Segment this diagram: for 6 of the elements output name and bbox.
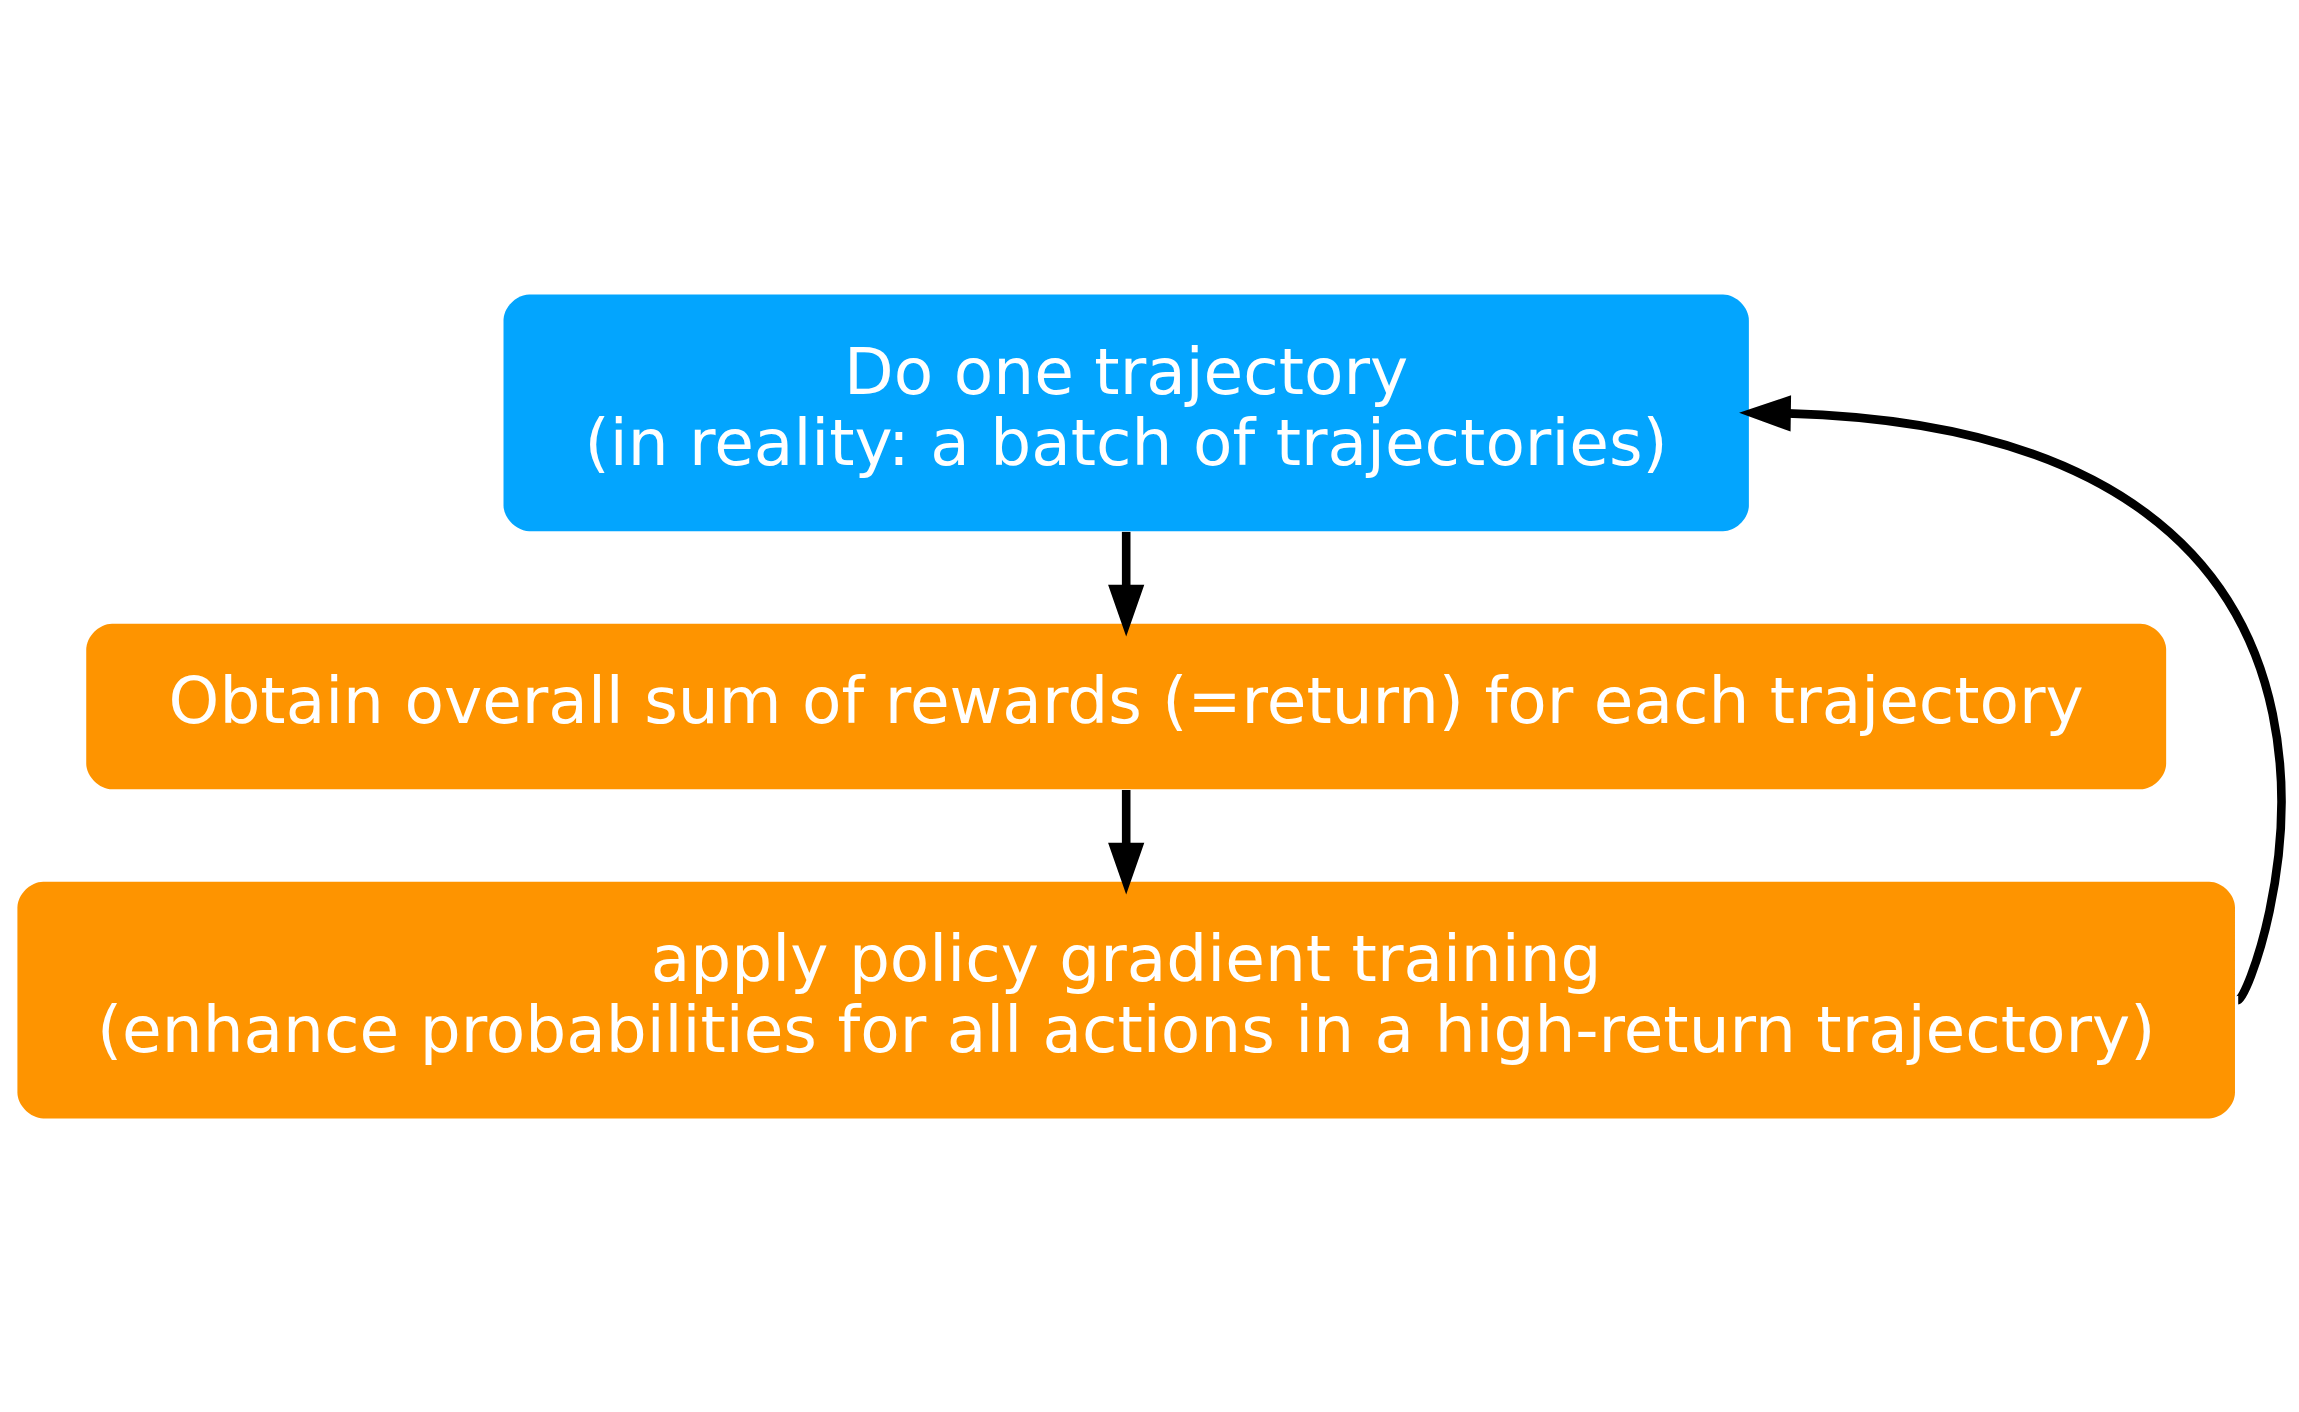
arrow — [1108, 789, 1145, 895]
node-box: apply policy gradient training (enhance probabilities for all actions in a high-return trajectory) — [17, 881, 2235, 1118]
arrow — [1108, 531, 1145, 636]
node-box: Obtain overall sum of rewards (=return) for each trajectory — [86, 623, 2167, 789]
arrow — [1739, 394, 2286, 1002]
node-box: Do one trajectory (in reality: a batch of trajectories) — [503, 294, 1749, 531]
